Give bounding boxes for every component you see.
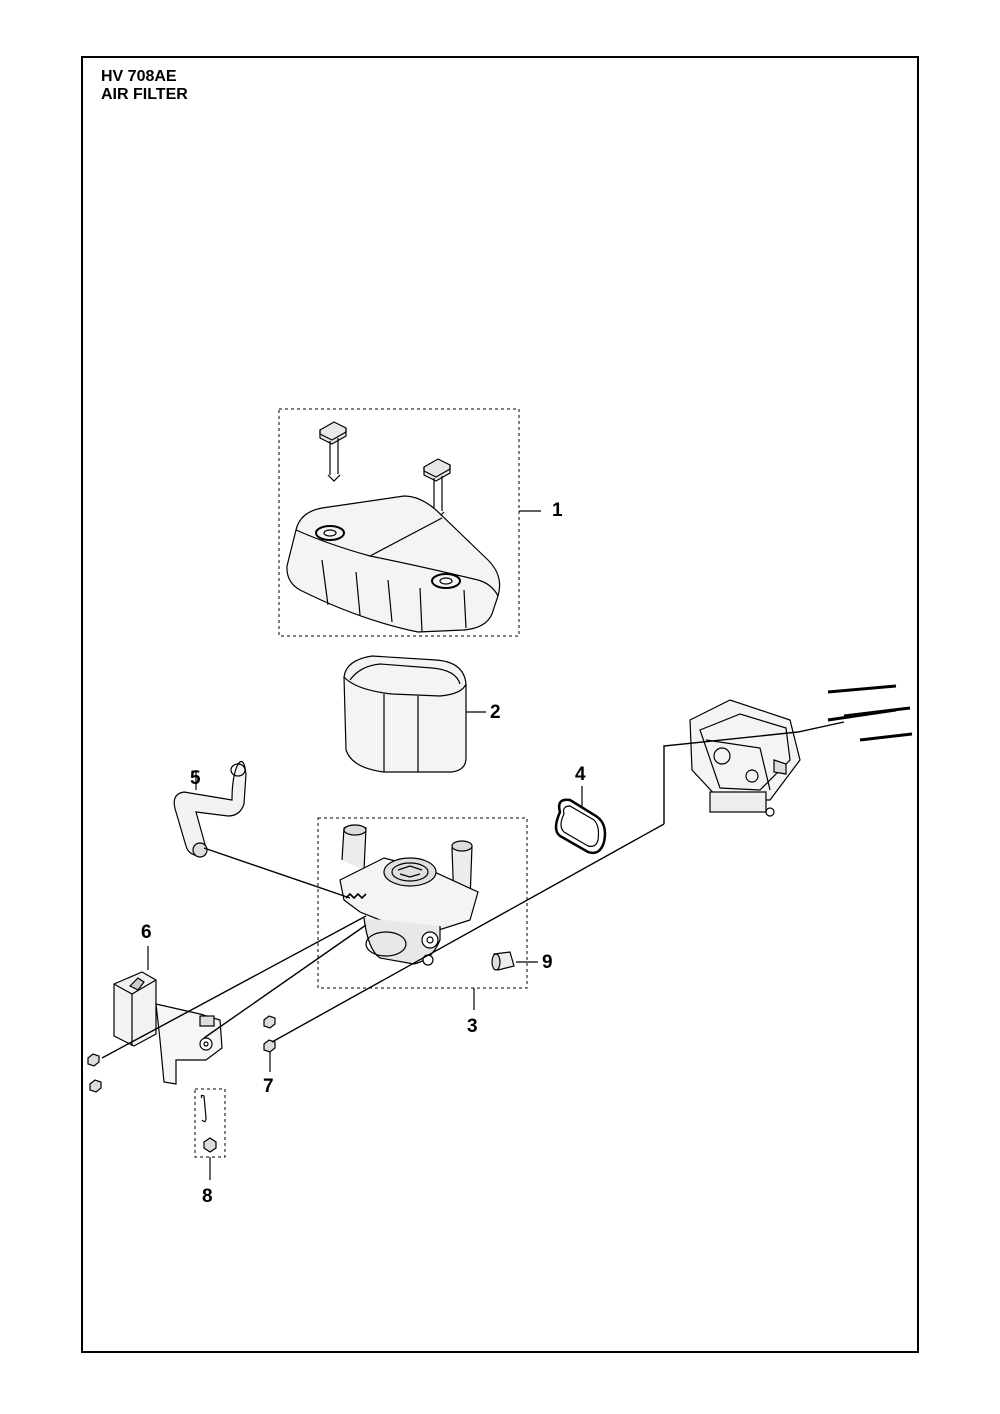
carburetor-reference <box>689 684 913 817</box>
section-name: AIR FILTER <box>101 86 188 103</box>
model-name: HV 708AE <box>101 68 177 85</box>
part-7-nuts[interactable] <box>87 1015 276 1093</box>
part-4-gasket[interactable] <box>554 786 607 855</box>
callout-2: 2 <box>490 702 501 723</box>
part-1-air-filter-cover[interactable] <box>278 408 541 637</box>
part-6-bracket[interactable] <box>113 946 223 1085</box>
part-1-group-box <box>278 408 520 637</box>
part-8-clip-set[interactable] <box>194 1088 226 1180</box>
part-8-group-box <box>194 1088 226 1158</box>
callout-6: 6 <box>141 922 152 943</box>
callout-1: 1 <box>552 500 563 521</box>
page-frame <box>81 56 919 1353</box>
assembly-lines <box>101 721 845 1059</box>
part-9-bushing[interactable] <box>491 951 538 971</box>
callout-4: 4 <box>575 764 586 785</box>
callout-3: 3 <box>467 1016 478 1037</box>
part-3-group-box <box>317 817 528 989</box>
callout-9: 9 <box>542 952 553 973</box>
page-title: HV 708AE AIR FILTER <box>101 68 188 104</box>
cover-knob-left <box>319 421 347 482</box>
part-5-breather-hose[interactable] <box>173 761 247 858</box>
callout-7: 7 <box>263 1076 274 1097</box>
part-3-filter-base[interactable] <box>317 817 528 1010</box>
part-2-filter-element[interactable] <box>343 655 486 773</box>
callout-5: 5 <box>190 768 201 789</box>
callout-8: 8 <box>202 1186 213 1207</box>
